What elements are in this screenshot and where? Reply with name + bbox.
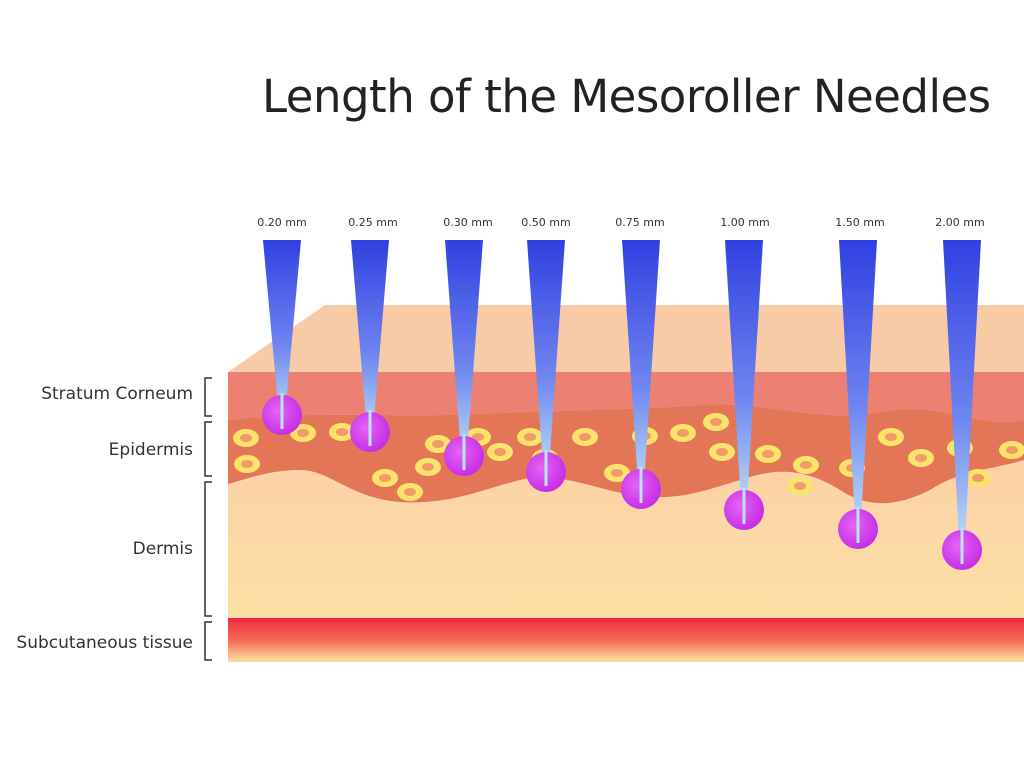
needle-label: 2.00 mm [935,216,985,229]
skin-surface [228,305,1024,372]
epidermis-layer [228,404,1024,504]
cell-nucleus [677,429,689,437]
cell-nucleus [710,418,722,426]
cell-nucleus [240,434,252,442]
cell-nucleus [885,433,897,441]
cell-nucleus [404,488,416,496]
cell-nucleus [716,448,728,456]
cell-nucleus [800,461,812,469]
layer-brackets [204,377,212,661]
needle [943,240,981,568]
needle [725,240,763,528]
bracket-epidermis [204,421,212,477]
cell-nucleus [379,474,391,482]
cell-nucleus [524,433,536,441]
bracket-subcutaneous [204,621,212,661]
needle-label: 0.50 mm [521,216,571,229]
cell-nucleus [794,482,806,490]
layer-label-subcutaneous: Subcutaneous tissue [16,633,193,653]
needle [527,240,565,490]
needle [622,240,660,507]
needle-label: 0.75 mm [615,216,665,229]
cell-nucleus [972,474,984,482]
needle-label: 0.20 mm [257,216,307,229]
cell-nucleus [336,428,348,436]
page-title: Length of the Mesoroller Needles [262,70,991,123]
needle [263,240,301,433]
cell-nucleus [241,460,253,468]
bracket-stratum-corneum [204,377,212,417]
needle-label: 1.50 mm [835,216,885,229]
layer-label-dermis: Dermis [132,539,193,559]
stratum-corneum-layer [228,372,1024,423]
needle-label: 0.30 mm [443,216,493,229]
cell-nucleus [432,440,444,448]
cell-nucleus [915,454,927,462]
cell-nucleus [579,433,591,441]
subcutaneous-layer [228,618,1024,662]
needles [262,240,982,570]
layer-label-stratum-corneum: Stratum Corneum [41,384,193,404]
needle-label: 0.25 mm [348,216,398,229]
layer-label-epidermis: Epidermis [108,440,193,460]
needle [445,240,483,474]
needle [351,240,389,450]
needle-label: 1.00 mm [720,216,770,229]
bracket-dermis [204,481,212,617]
cell-nucleus [422,463,434,471]
cell-nucleus [472,433,484,441]
cell-nucleus [611,469,623,477]
cell-nucleus [1006,446,1018,454]
cell-nucleus [297,429,309,437]
cell-nucleus [494,448,506,456]
needle [839,240,877,547]
cell-nucleus [762,450,774,458]
